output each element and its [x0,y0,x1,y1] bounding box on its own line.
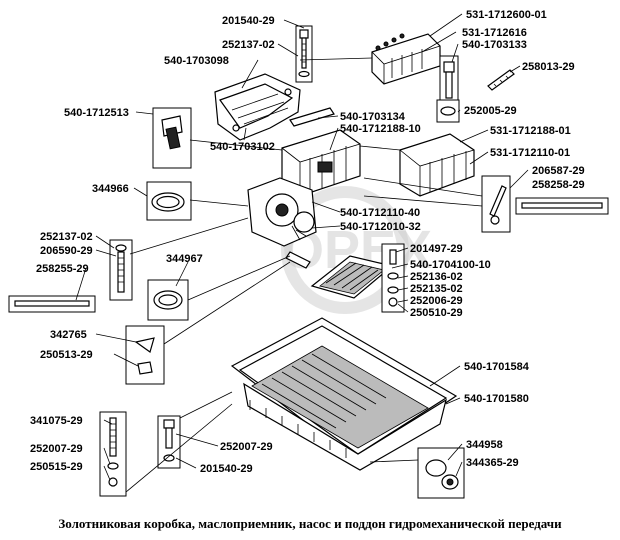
label-531-1712616: 531-1712616 [462,27,527,39]
label-250515-29: 250515-29 [30,461,83,473]
label-252135-02: 252135-02 [410,283,463,295]
label-540-1712513: 540-1712513 [64,107,129,119]
gasket-342765 [125,325,165,385]
label-344966: 344966 [92,183,129,195]
label-341075-29: 341075-29 [30,415,83,427]
drain-plug-344958 [417,447,465,499]
label-540-1703133: 540-1703133 [462,39,527,51]
label-201540-29-top: 201540-29 [222,15,275,27]
oil-strainer-part [285,251,394,299]
label-540-1704100-10: 540-1704100-10 [410,259,491,271]
label-206590-29: 206590-29 [40,245,93,257]
label-540-1712010-32: 540-1712010-32 [340,221,421,233]
oil-pump-assembly [247,177,317,247]
label-540-1701584: 540-1701584 [464,361,530,373]
label-344958: 344958 [466,439,503,451]
label-258013-29: 258013-29 [522,61,575,73]
label-252137-02-top: 252137-02 [222,39,275,51]
label-531-1712600-01: 531-1712600-01 [466,9,547,21]
label-252006-29: 252006-29 [410,295,463,307]
label-201540-29-bottom: 201540-29 [200,463,253,475]
label-258258-29: 258258-29 [532,179,585,191]
label-258255-29: 258255-29 [36,263,89,275]
label-540-1712110-40: 540-1712110-40 [340,207,420,219]
label-531-1712110-01: 531-1712110-01 [490,147,570,159]
cover-531-1712600-part [371,33,441,85]
label-342765: 342765 [50,329,87,341]
label-540-1703098: 540-1703098 [164,55,229,67]
label-201497-29: 201497-29 [410,243,463,255]
stud-258255 [8,295,96,313]
leader-lines [75,13,529,493]
ring-344967 [147,279,189,321]
label-540-1703134: 540-1703134 [340,111,406,123]
ring-344966 [146,181,192,221]
bolt-201540-bottom [157,415,181,469]
bolt-206590 [109,239,133,301]
label-344365-29: 344365-29 [466,457,519,469]
label-252007-29-left: 252007-29 [30,443,83,455]
label-531-1712188-01: 531-1712188-01 [490,125,571,137]
label-250510-29: 250510-29 [410,307,463,319]
label-252136-02: 252136-02 [410,271,463,283]
label-252007-29-mid: 252007-29 [220,441,273,453]
valve-cover-part [214,73,301,141]
label-540-1701580: 540-1701580 [464,393,529,405]
label-540-1712188-10: 540-1712188-10 [340,123,421,135]
stud-258258 [515,197,609,215]
stud-258013 [487,69,515,91]
oil-pan-part [230,317,458,471]
bolt-201540-top [295,25,313,83]
valve-body-531-1712188-part [399,133,475,197]
label-206587-29: 206587-29 [532,165,585,177]
plug-540-1712513 [152,107,192,169]
part-labels: 201540-29 252137-02 540-1703098 540-1703… [30,9,585,475]
bolt-341075 [99,411,127,497]
label-540-1703102: 540-1703102 [210,141,275,153]
label-250513-29: 250513-29 [40,349,93,361]
label-252005-29: 252005-29 [464,105,517,117]
washer-252005 [436,99,460,123]
label-344967: 344967 [166,253,203,265]
diagram-caption: Золотниковая коробка, маслоприемник, нас… [58,516,562,531]
valve-body-540-1712188-part [281,107,361,197]
label-252137-02-left: 252137-02 [40,231,93,243]
bolt-206587 [481,175,511,233]
